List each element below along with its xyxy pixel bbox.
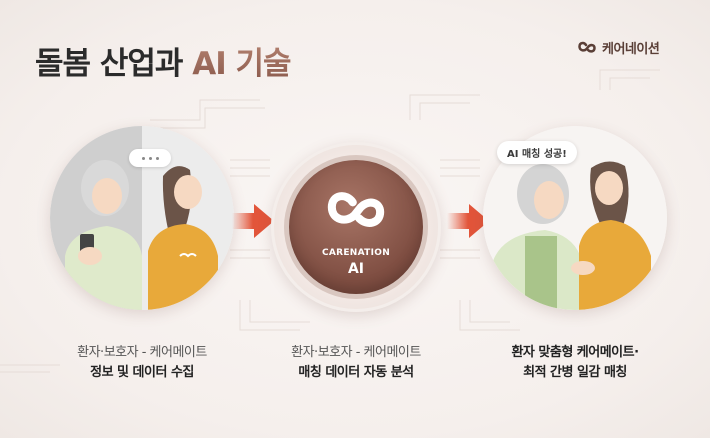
step-1-illustration xyxy=(50,126,234,310)
page-title: 돌봄 산업과 AI 기술 xyxy=(35,38,292,83)
step-3-subtitle: 환자 맞춤형 케어메이트· xyxy=(511,345,639,360)
step-3-title: 최적 간병 일감 매칭 xyxy=(523,365,627,380)
arrow-right-icon xyxy=(232,204,274,238)
carenation-logo-icon xyxy=(327,192,385,227)
step-1-title: 정보 및 데이터 수집 xyxy=(90,365,194,380)
step-1-caption: 환자·보호자 - 케어메이트 정보 및 데이터 수집 xyxy=(27,343,257,383)
step-2-caption: 환자·보호자 - 케어메이트 매칭 데이터 자동 분석 xyxy=(241,343,471,383)
ai-core: CARENATION AI xyxy=(289,160,423,294)
step-2-subtitle: 환자·보호자 - 케어메이트 xyxy=(291,345,421,360)
title-accent: AI 기술 xyxy=(192,46,291,82)
step-3-caption: 환자 맞춤형 케어메이트· 최적 간병 일감 매칭 xyxy=(460,343,690,383)
brand-name: 케어네이션 xyxy=(602,42,660,57)
dot xyxy=(148,156,152,160)
step-2-title: 매칭 데이터 자동 분석 xyxy=(298,365,414,380)
ai-brand-label: AI xyxy=(347,261,365,277)
ai-brand-name: CARENATION xyxy=(321,248,391,258)
typing-bubble xyxy=(129,149,171,167)
step-1-subtitle: 환자·보호자 - 케어메이트 xyxy=(77,345,207,360)
arrow-right-icon xyxy=(447,204,489,238)
dot xyxy=(155,156,159,160)
match-success-bubble: AI 매칭 성공! xyxy=(497,141,577,164)
carenation-logo-icon xyxy=(578,41,596,53)
carenation-ai-badge: CARENATION AI xyxy=(271,142,441,312)
brand-logo: 케어네이션 xyxy=(578,38,660,57)
dot xyxy=(141,156,145,160)
title-main: 돌봄 산업과 xyxy=(35,46,183,82)
